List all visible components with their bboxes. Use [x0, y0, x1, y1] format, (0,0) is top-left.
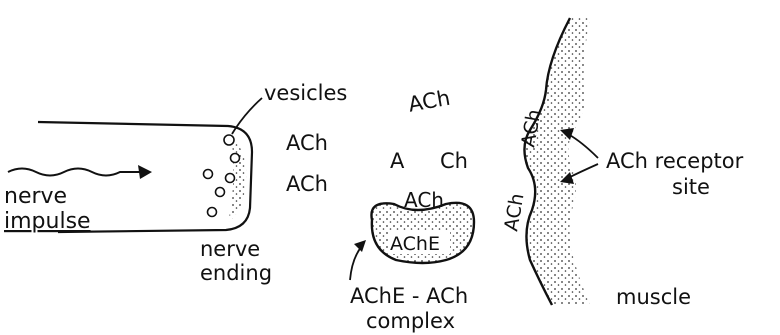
acetate-label: A	[390, 149, 405, 173]
ach-bound-label: ACh	[404, 188, 444, 212]
complex-pointer-line	[350, 246, 362, 280]
ach-receptor-site-label-line1: ACh receptor	[606, 149, 744, 173]
muscle-label: muscle	[616, 285, 691, 309]
vesicle	[224, 135, 234, 145]
ache-enzyme-label: AChE	[390, 233, 440, 255]
vesicle	[226, 174, 235, 183]
vesicle	[208, 208, 217, 217]
complex-label-line2: complex	[366, 309, 455, 333]
complex-label-line1: AChE - ACh	[350, 284, 468, 308]
ach-molecule-label: ACh	[286, 131, 328, 155]
receptor-pointer-upper	[568, 134, 598, 158]
nerve-impulse-arrow	[8, 169, 142, 176]
vesicle	[204, 170, 213, 179]
nerve-impulse-label-line1: nerve	[4, 184, 67, 209]
ach-molecule-label: ACh	[286, 172, 328, 196]
vesicles-label: vesicles	[264, 81, 347, 105]
nerve-impulse-arrowhead	[138, 165, 152, 179]
choline-label: Ch	[440, 149, 468, 173]
muscle-region-stipple	[524, 18, 590, 305]
receptor-ach-label-lower: ACh	[500, 192, 528, 233]
vesicle	[216, 188, 225, 197]
nerve-ending-label-line2: ending	[200, 261, 272, 285]
ach-receptor-site-label-line2: site	[672, 175, 710, 199]
nerve-ending-label-line1: nerve	[200, 237, 260, 261]
nerve-impulse-label-line2: impulse	[4, 209, 91, 234]
ach-molecule-label: ACh	[406, 86, 452, 117]
vesicle	[231, 154, 240, 163]
